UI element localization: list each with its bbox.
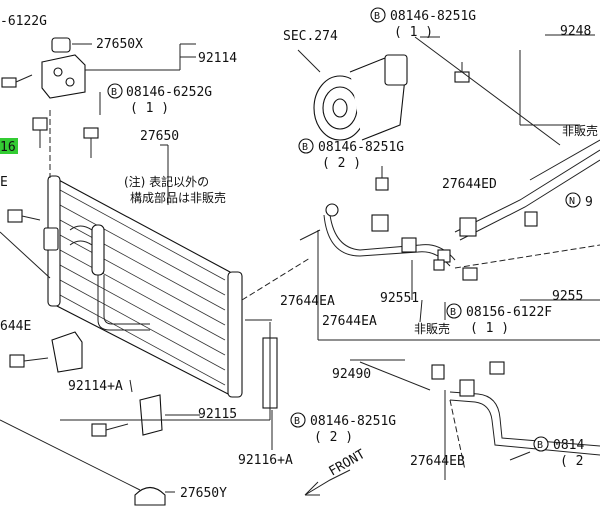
label-644e: 644E — [0, 319, 31, 334]
b-mark-0814-text: B — [537, 440, 543, 451]
grommet-27650y — [134, 486, 166, 506]
bolt-left-5 — [9, 354, 49, 368]
label-92490: 92490 — [332, 367, 371, 382]
label-27644eb: 27644EB — [410, 454, 465, 469]
bracket-92115 — [139, 394, 163, 436]
note-line-2: 構成部品は非販売 — [130, 190, 226, 205]
label-0814-qty: ( 2 — [560, 454, 583, 469]
b-mark-6252g — [107, 83, 123, 99]
label-front: FRONT — [327, 447, 369, 480]
note-line-1: (注) 表記以外の — [124, 174, 209, 189]
compressor — [313, 54, 408, 141]
label-27644ea-1: 27644EA — [280, 294, 335, 309]
bolt-left-3 — [83, 127, 99, 158]
label-8251g-top-qty: ( 1 ) — [394, 25, 433, 40]
label-6122f: 08156-6122F — [466, 305, 552, 320]
label-92114: 92114 — [198, 51, 237, 66]
highlight-16 — [0, 138, 18, 154]
label-9248: 9248 — [560, 24, 591, 39]
label-8251g-top: 08146-8251G — [390, 9, 476, 24]
bolt-left-1 — [1, 74, 33, 88]
pipe-27644eb — [449, 379, 600, 456]
b-mark-8251g-top — [370, 7, 386, 23]
label-sec274: SEC.274 — [283, 29, 338, 44]
bolt-left-6 — [91, 423, 129, 437]
label-27650x: 27650X — [96, 37, 143, 52]
b-mark-6252g-text: B — [111, 87, 117, 98]
bolts-right — [375, 62, 505, 380]
n-mark-text: N — [569, 196, 575, 207]
label-92114a: 92114+A — [68, 379, 123, 394]
pipe-high-pressure — [323, 203, 456, 267]
bolt-left-2 — [32, 117, 48, 148]
b-mark-0814 — [533, 436, 549, 452]
right-leader-lines — [297, 34, 600, 480]
b-mark-8251g-mid — [298, 138, 314, 154]
pipe-27644ed — [454, 139, 600, 241]
label-6252g: 08146-6252G — [126, 85, 212, 100]
bracket-92114 — [41, 37, 86, 99]
bracket-92114a — [51, 331, 83, 373]
b-mark-6122f — [446, 303, 462, 319]
label-8251g-bot-qty: ( 2 ) — [314, 430, 353, 445]
label-92551: 92551 — [380, 291, 419, 306]
b-mark-8251g-bot-text: B — [294, 416, 300, 427]
label-6252g-qty: ( 1 ) — [130, 101, 169, 116]
left-leader-lines — [0, 43, 311, 493]
n-mark — [565, 192, 581, 208]
label-27644ed: 27644ED — [442, 177, 497, 192]
label-92115: 92115 — [198, 407, 237, 422]
label-6122f-qty: ( 1 ) — [470, 321, 509, 336]
b-mark-8251g-top-text: B — [374, 11, 380, 22]
label-27650y: 27650Y — [180, 486, 227, 501]
b-mark-8251g-bot — [290, 412, 306, 428]
label-hihanbai-top: 非販売 — [562, 123, 598, 138]
label-27644ea-2: 27644EA — [322, 314, 377, 329]
label-9255: 9255 — [552, 289, 583, 304]
b-mark-8251g-mid-text: B — [302, 142, 308, 153]
label-92116a: 92116+A — [238, 453, 293, 468]
bolt-left-4 — [7, 209, 41, 223]
label-27650: 27650 — [140, 129, 179, 144]
receiver-pipes — [43, 224, 150, 331]
b-mark-6122f-text: B — [450, 307, 456, 318]
label-6122g: -6122G — [0, 14, 47, 29]
label-9: 9 — [585, 195, 593, 210]
label-16: 16 — [0, 140, 16, 155]
label-8251g-mid-qty: ( 2 ) — [322, 156, 361, 171]
label-0814: 0814 — [553, 438, 584, 453]
label-8251g-bot: 08146-8251G — [310, 414, 396, 429]
label-hihanbai-mid: 非販売 — [414, 321, 450, 336]
label-e: E — [0, 175, 8, 190]
front-arrow: FRONT — [304, 447, 369, 496]
label-8251g-mid: 08146-8251G — [318, 140, 404, 155]
